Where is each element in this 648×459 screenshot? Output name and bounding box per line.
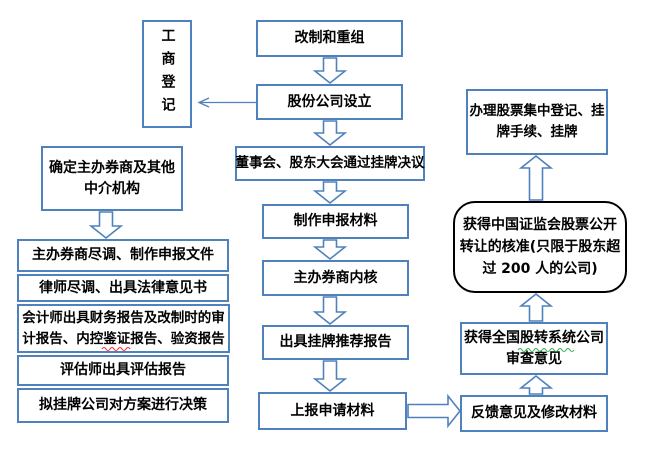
up-arrow-icon (518, 374, 554, 395)
red-squiggle-underline (101, 346, 131, 352)
node-restructuring: 改制和重组 (256, 20, 403, 57)
node-sponsor-due-diligence: 主办券商尽调、制作申报文件 (17, 239, 229, 272)
node-company-establishment: 股份公司设立 (256, 84, 403, 120)
node-prepare-materials: 制作申报材料 (262, 204, 409, 239)
down-arrow-icon (312, 360, 348, 393)
node-board-resolution: 董事会、股东大会通过挂牌决议 (235, 146, 425, 181)
node-sponsor-internal-review: 主办券商内核 (262, 260, 409, 296)
node-stock-registration-listing: 办理股票集中登记、挂牌手续、挂牌 (466, 89, 608, 155)
down-arrow-icon (88, 211, 124, 240)
up-arrow-icon (518, 154, 554, 201)
node-select-sponsor: 确定主办券商及其他中介机构 (41, 146, 183, 211)
down-arrow-icon (312, 239, 348, 261)
node-csrc-approval: 获得中国证监会股票公开转让的核准(只限于股东超过 200 人的公司) (453, 201, 627, 293)
node-neeq-review-opinion: 获得全国股转系统公司审查意见 (460, 322, 608, 375)
right-arrow-icon (407, 393, 462, 429)
green-squiggle-underline (517, 347, 575, 353)
node-company-decision: 拟挂牌公司对方案进行决策 (17, 388, 229, 423)
node-business-registration: 工商登记 (142, 20, 192, 128)
node-submit-materials: 上报申请材料 (258, 392, 407, 430)
node-feedback-revision: 反馈意见及修改材料 (460, 395, 608, 432)
down-arrow-icon (312, 57, 348, 85)
node-appraisal-report: 评估师出具评估报告 (17, 355, 229, 386)
up-arrow-icon (518, 292, 554, 322)
node-accountant-reports: 会计师出具财务报告及改制时的审计报告、内控鉴证报告、验资报告 (17, 304, 230, 353)
down-arrow-icon (312, 181, 348, 205)
down-arrow-icon (312, 296, 348, 326)
left-arrow-icon (197, 97, 256, 108)
node-recommendation-report: 出具挂牌推荐报告 (262, 325, 409, 360)
node-lawyer-due-diligence: 律师尽调、出具法律意见书 (17, 274, 229, 302)
down-arrow-icon (312, 120, 348, 147)
